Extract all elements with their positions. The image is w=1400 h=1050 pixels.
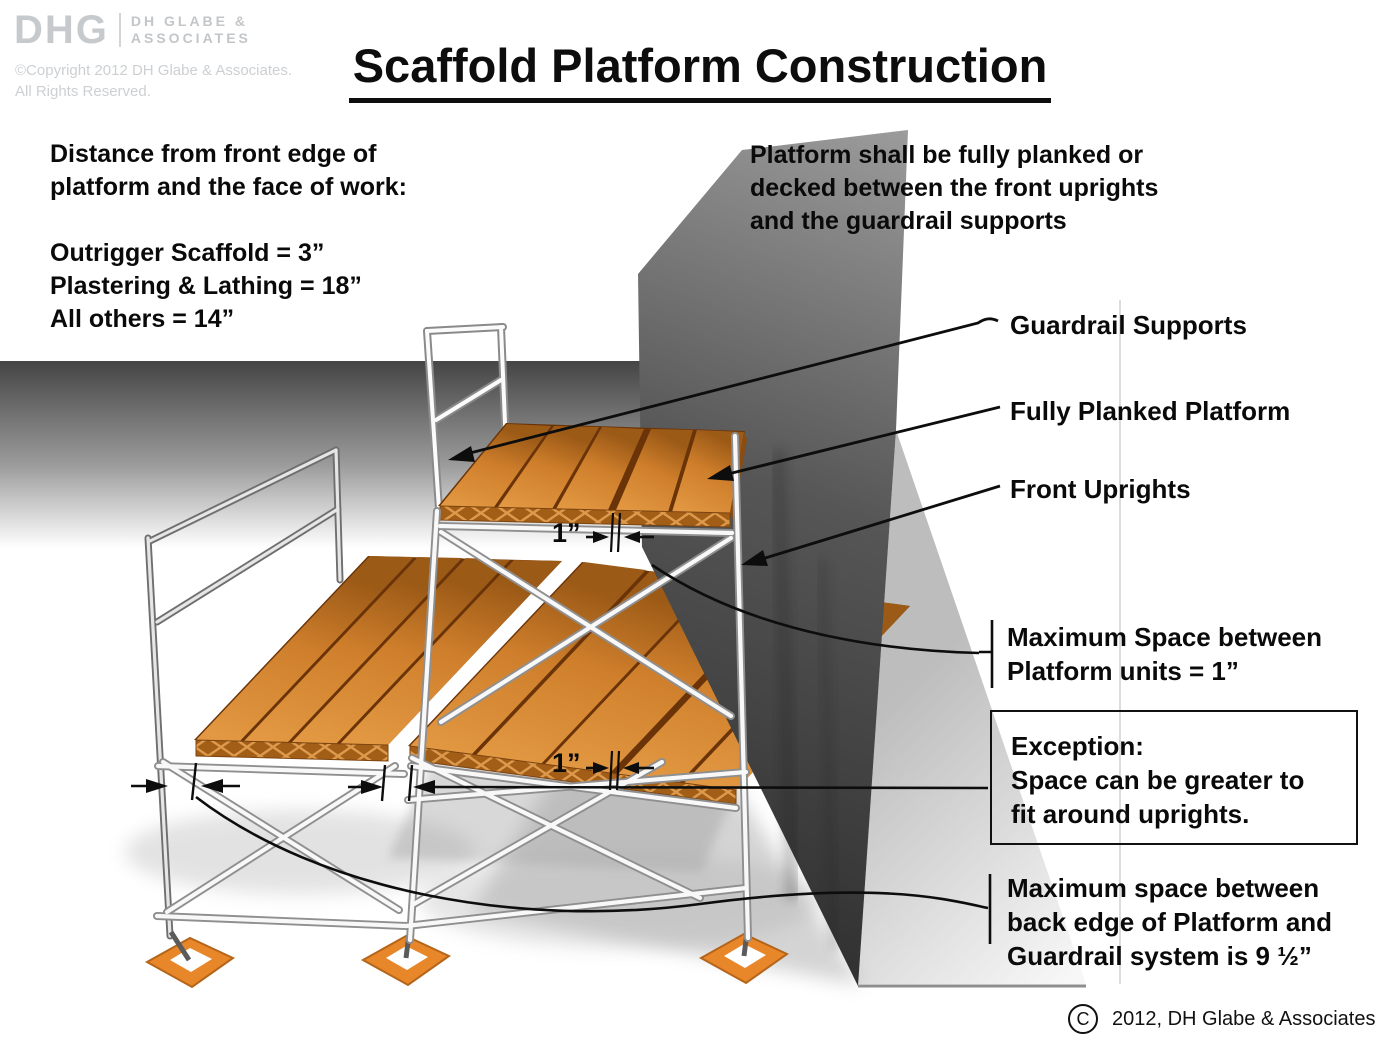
back-guardrail-frame [144, 446, 344, 940]
label-front-uprights: Front Uprights [1010, 474, 1191, 504]
page-title: Scaffold Platform Construction [0, 38, 1400, 103]
lower-platform-left [194, 556, 562, 762]
rule-all-others: All others = 14” [50, 305, 235, 333]
company-logo: DHG DH GLABE & ASSOCIATES [14, 10, 251, 50]
planking-note-text: Platform shall be fully planked or decke… [750, 141, 1159, 235]
upper-gap-value: 1” [552, 518, 581, 548]
lower-gap-value: 1” [552, 748, 581, 778]
label-fully-planked-platform: Fully Planked Platform [1010, 396, 1291, 426]
base-plate [144, 930, 235, 989]
lower-gap-dimension [586, 750, 654, 791]
distance-rules-text: Outrigger Scaffold = 3” Plastering & Lat… [50, 237, 362, 336]
label-max-space-platform-units: Maximum Space between Platform units = 1… [1007, 622, 1322, 686]
exception-dimension [348, 764, 989, 802]
upper-gap-dimension [586, 512, 654, 553]
rule-outrigger: Outrigger Scaffold = 3” [50, 239, 325, 267]
distance-intro-text: Distance from front edge of platform and… [50, 140, 407, 201]
fully-planked-platform-arrow [707, 405, 1001, 481]
work-face-wall [638, 130, 908, 986]
exception-box: Exception: Space can be greater to fit a… [990, 710, 1358, 845]
rule-plastering: Plastering & Lathing = 18” [50, 272, 362, 300]
front-uprights-arrow [741, 484, 1001, 566]
platform-units-leader [651, 563, 994, 688]
annotation-arrows [131, 317, 1001, 944]
copyright-icon: C [1068, 1004, 1098, 1034]
label-guardrail-supports: Guardrail Supports [1010, 310, 1247, 340]
back-edge-dimension [131, 762, 992, 944]
label-back-edge-space: Maximum space between back edge of Platf… [1007, 873, 1333, 971]
logo-copyright: ©Copyright 2012 DH Glabe & Associates. A… [15, 62, 293, 100]
guardrail-supports-arrow [448, 317, 999, 462]
logo-divider [118, 13, 121, 47]
logo-monogram: DHG [14, 8, 109, 52]
base-plate [698, 931, 789, 985]
logo-company-name: DH GLABE & ASSOCIATES [130, 13, 251, 46]
scaffold-tubes [153, 432, 752, 944]
base-plate [360, 933, 451, 987]
ground-right-of-wall [858, 430, 1086, 988]
footer-copyright: C 2012, DH Glabe & Associates [1068, 1004, 1375, 1034]
exception-title: Exception: [1011, 731, 1144, 761]
base-plates [144, 930, 789, 989]
